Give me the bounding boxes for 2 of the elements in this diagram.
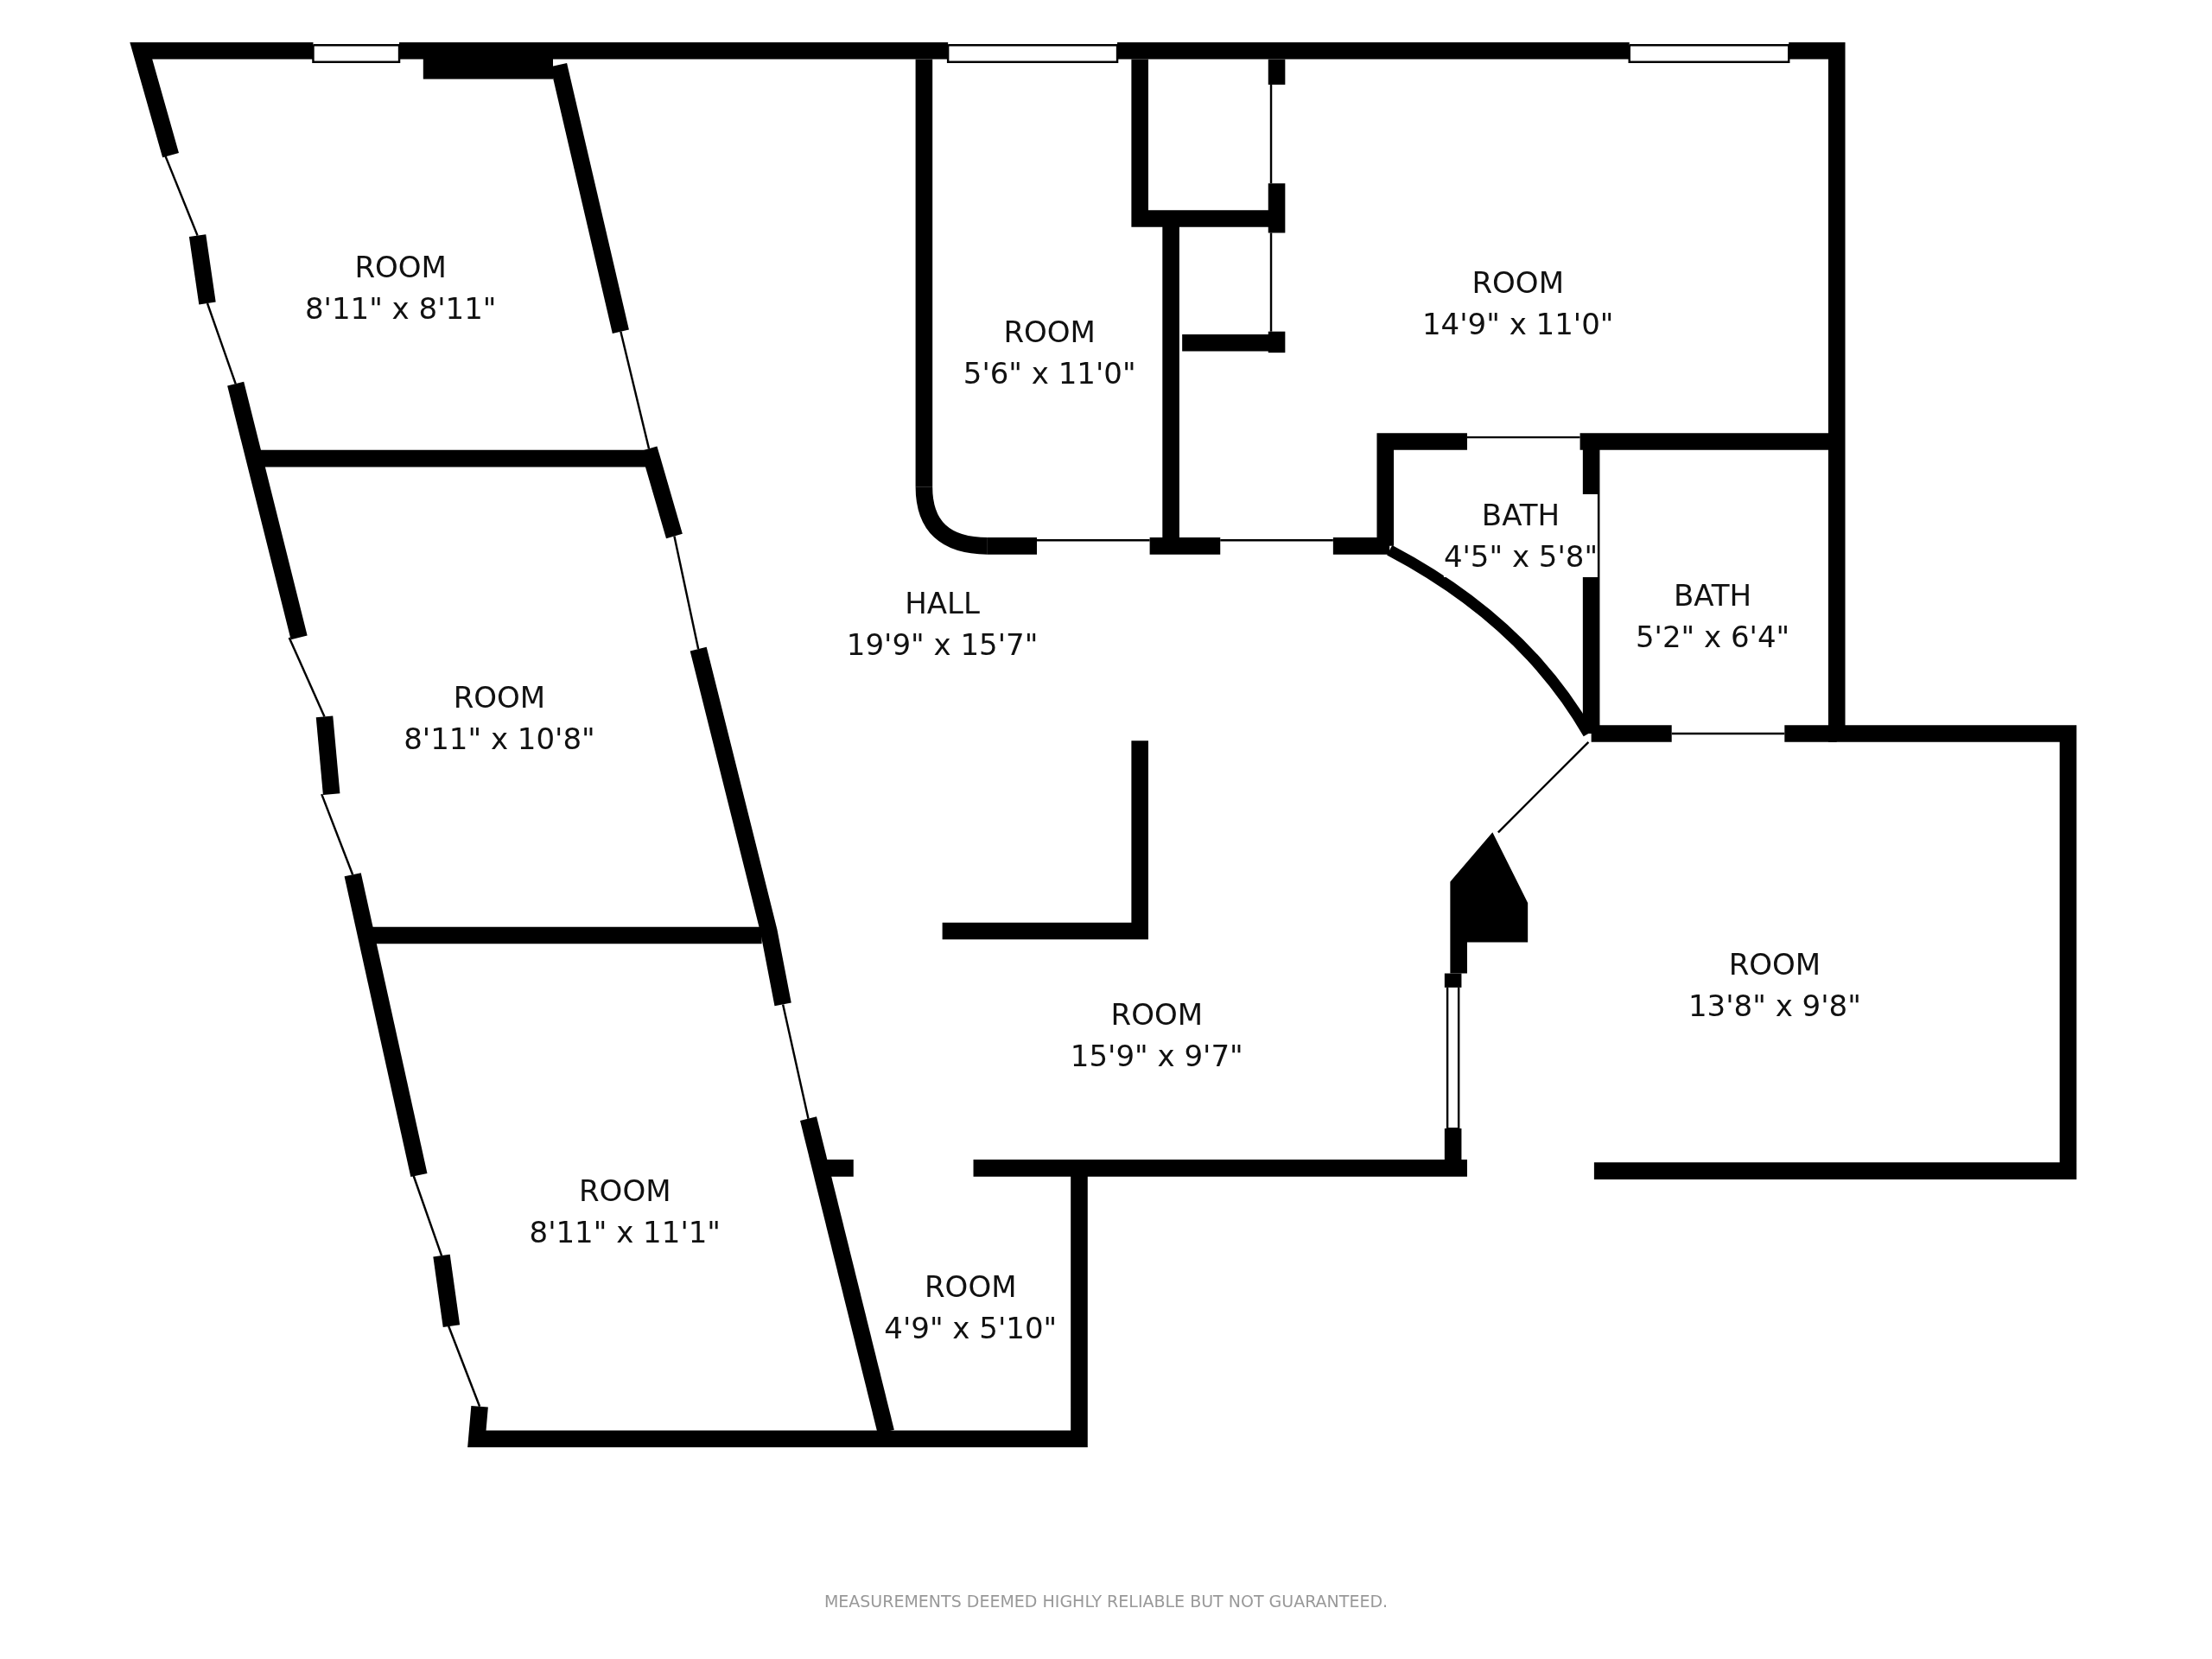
room-dimensions: 4'5" x 5'8": [1443, 536, 1599, 578]
disclaimer-note: MEASUREMENTS DEEMED HIGHLY RELIABLE BUT NOT GUARANTEED.: [823, 1592, 1389, 1611]
